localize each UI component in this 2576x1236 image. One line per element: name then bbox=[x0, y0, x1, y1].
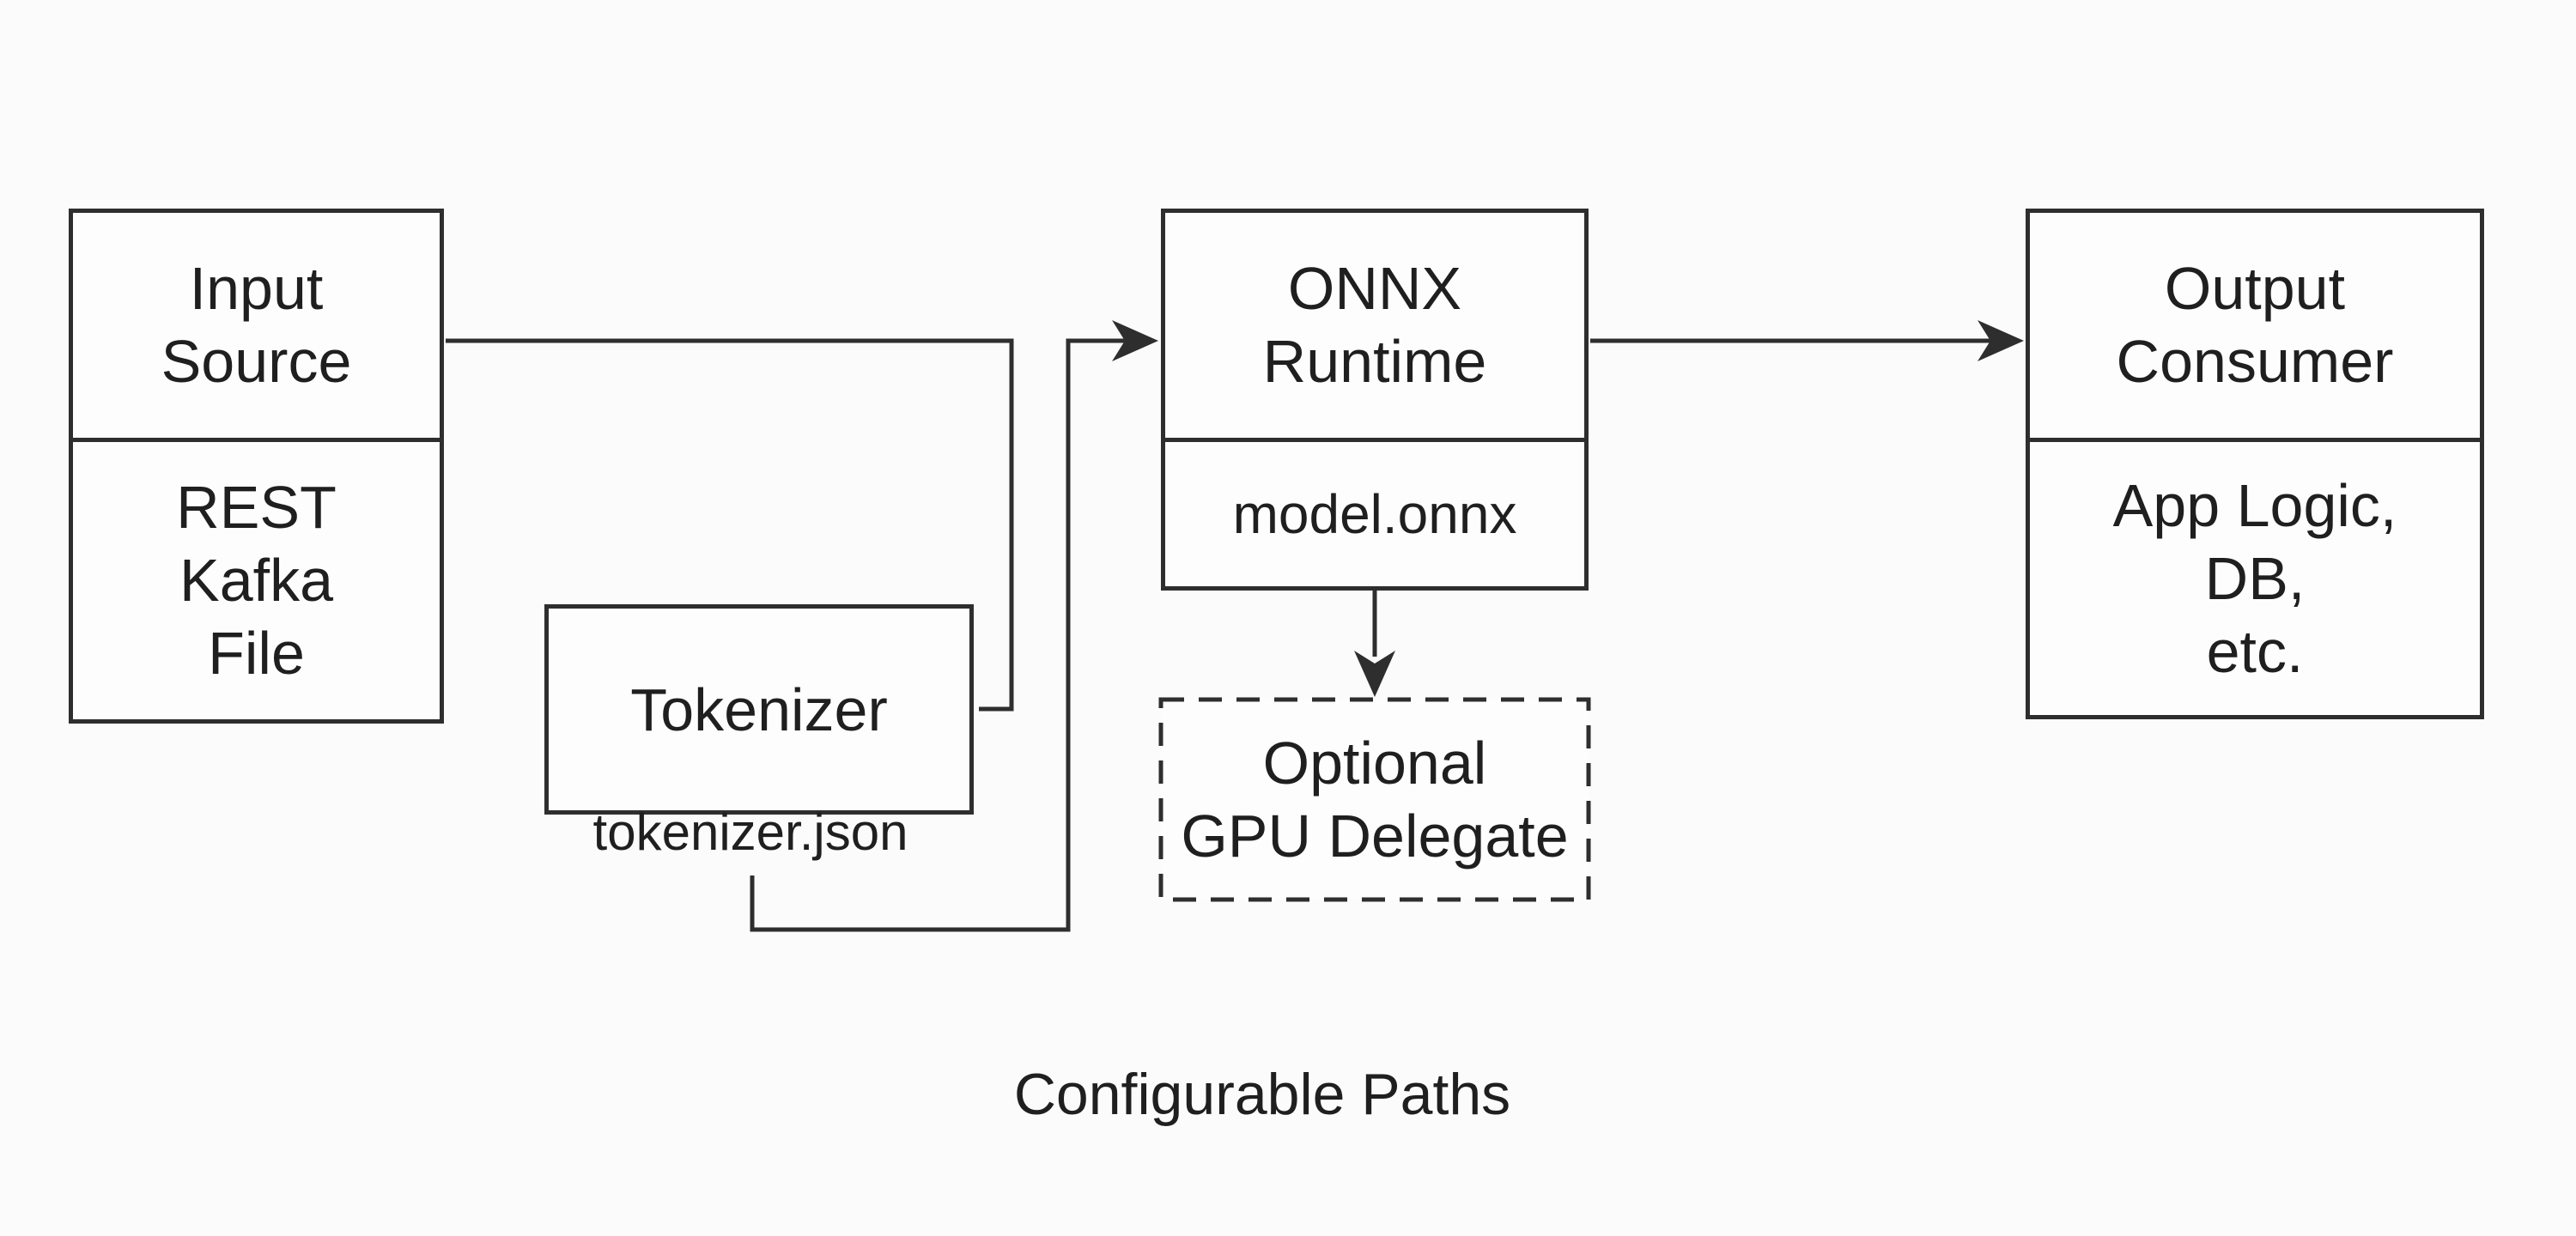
gpu-delegate-title-line: GPU Delegate bbox=[1181, 802, 1569, 869]
input-source-title-line: Input bbox=[189, 255, 324, 322]
node-gpu-delegate: Optional GPU Delegate bbox=[1161, 700, 1589, 900]
arrowhead-down-into-gpu-icon bbox=[1354, 651, 1395, 697]
onnx-runtime-details: model.onnx bbox=[1165, 438, 1584, 586]
onnx-runtime-title: ONNX Runtime bbox=[1165, 213, 1584, 438]
input-source-detail: Kafka bbox=[179, 547, 333, 614]
output-consumer-detail: etc. bbox=[2206, 617, 2304, 685]
input-source-title: Input Source bbox=[73, 213, 440, 438]
diagram-caption-text: Configurable Paths bbox=[1013, 1062, 1511, 1127]
output-consumer-title-line: Output bbox=[2164, 255, 2346, 322]
output-consumer-title: Output Consumer bbox=[2030, 213, 2480, 438]
output-consumer-detail: DB, bbox=[2204, 544, 2306, 612]
arrowhead-right-into-onnx-icon bbox=[1112, 320, 1158, 361]
tokenizer-json-label: tokenizer.json bbox=[544, 803, 957, 863]
output-consumer-detail: App Logic, bbox=[2112, 471, 2397, 539]
input-source-title-line: Source bbox=[161, 328, 352, 395]
input-source-detail: File bbox=[208, 620, 305, 687]
onnx-model-file-label: model.onnx bbox=[1232, 482, 1517, 545]
input-source-detail: REST bbox=[176, 474, 337, 541]
onnx-runtime-title-line: ONNX bbox=[1287, 255, 1462, 322]
connector-input-to-tokenizer bbox=[446, 338, 1014, 712]
node-tokenizer: Tokenizer bbox=[544, 604, 974, 815]
node-onnx-runtime: ONNX Runtime model.onnx bbox=[1161, 209, 1589, 591]
output-consumer-title-line: Consumer bbox=[2116, 328, 2394, 395]
node-input-source: Input Source REST Kafka File bbox=[69, 209, 444, 724]
input-source-details: REST Kafka File bbox=[73, 438, 440, 719]
arrowhead-right-into-output-icon bbox=[1978, 320, 2024, 361]
output-consumer-details: App Logic, DB, etc. bbox=[2030, 438, 2480, 715]
node-output-consumer: Output Consumer App Logic, DB, etc. bbox=[2026, 209, 2484, 719]
tokenizer-json-text: tokenizer.json bbox=[592, 803, 908, 861]
gpu-delegate-title-line: Optional bbox=[1262, 729, 1487, 797]
diagram-caption: Configurable Paths bbox=[919, 1062, 1606, 1127]
gpu-delegate-box-outline bbox=[1158, 697, 1591, 902]
onnx-runtime-title-line: Runtime bbox=[1262, 328, 1487, 395]
tokenizer-title: Tokenizer bbox=[630, 676, 888, 743]
connector-tokenizer-json-to-onnx bbox=[750, 338, 1128, 932]
